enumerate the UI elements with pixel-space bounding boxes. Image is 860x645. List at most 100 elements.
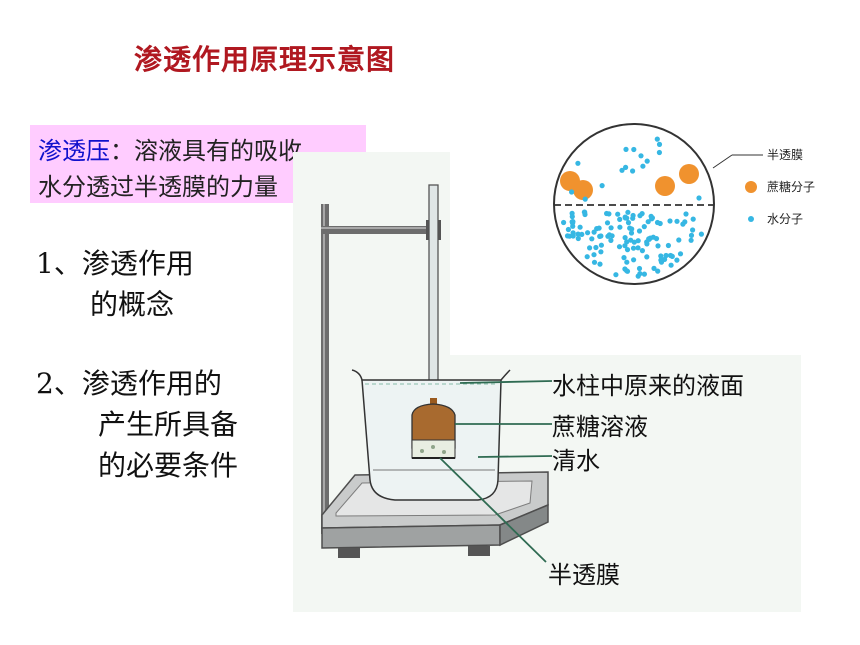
water-molecule <box>615 211 621 217</box>
water-molecule <box>591 252 597 258</box>
funnel <box>411 398 456 459</box>
page-title: 渗透作用原理示意图 <box>134 43 396 76</box>
water-molecule <box>636 265 643 272</box>
water-molecule <box>683 211 689 217</box>
water-molecule <box>619 167 625 173</box>
water-molecule <box>630 245 637 251</box>
water-molecule <box>604 220 611 226</box>
water-molecule <box>668 252 674 259</box>
water-molecule <box>641 271 648 277</box>
label-water: 清水 <box>552 447 600 475</box>
water-molecule <box>654 136 660 142</box>
water-molecule <box>617 224 623 230</box>
water-molecule <box>625 209 631 215</box>
water-molecule <box>624 239 630 245</box>
water-molecule <box>641 224 647 230</box>
water-molecule <box>569 189 575 195</box>
water-molecule <box>582 209 588 215</box>
water-molecule <box>608 237 614 243</box>
membrane-magnified-view <box>553 123 763 285</box>
legend-sucrose-dot <box>745 181 757 193</box>
water-molecule <box>688 232 695 238</box>
label-original-level: 水柱中原来的液面 <box>552 372 744 400</box>
water-molecule <box>668 262 674 268</box>
legend-membrane-label: 半透膜 <box>767 148 804 162</box>
water-molecule <box>617 216 623 222</box>
water-molecule <box>650 234 656 240</box>
water-molecule <box>606 211 612 217</box>
water-molecule <box>648 213 654 219</box>
water-molecule <box>613 272 619 278</box>
water-molecule <box>587 245 593 251</box>
label-sucrose-solution: 蔗糖溶液 <box>552 413 648 441</box>
definition-text-1: 溶液具有的吸收 <box>134 137 302 165</box>
water-molecule <box>616 244 623 250</box>
water-molecule <box>624 259 630 265</box>
glass-tube <box>428 184 439 403</box>
water-molecule <box>665 242 672 249</box>
water-molecule <box>622 235 628 241</box>
water-molecule <box>696 195 702 201</box>
water-molecule <box>656 141 663 147</box>
water-molecule <box>663 252 669 259</box>
water-molecule <box>623 164 629 170</box>
water-molecule <box>656 149 663 156</box>
water-molecule <box>585 230 591 236</box>
water-molecule <box>579 231 585 237</box>
water-molecule <box>630 215 636 221</box>
water-molecule <box>625 220 632 226</box>
water-molecule <box>635 245 641 251</box>
water-molecule <box>630 168 636 174</box>
sucrose-molecule <box>655 176 675 196</box>
water-molecule <box>570 233 576 239</box>
water-molecule <box>674 257 680 263</box>
legend-sucrose-label: 蔗糖分子 <box>767 180 816 194</box>
water-molecule <box>593 244 599 251</box>
water-molecule <box>582 196 588 202</box>
label-membrane: 半透膜 <box>548 561 620 589</box>
water-molecule <box>624 247 631 253</box>
point-2-line-3: 的必要条件 <box>98 449 239 482</box>
water-molecule <box>698 231 705 237</box>
water-molecule <box>575 160 581 166</box>
water-molecule <box>635 238 641 244</box>
definition-term: 渗透压 <box>38 137 110 165</box>
water-molecule <box>637 213 643 219</box>
water-molecule <box>635 273 641 279</box>
water-molecule <box>680 221 686 227</box>
water-molecule <box>624 268 630 274</box>
water-molecule <box>658 257 664 263</box>
water-molecule <box>606 232 613 238</box>
water-molecule <box>631 146 637 153</box>
water-molecule <box>569 219 575 225</box>
water-molecule <box>645 219 651 225</box>
water-molecule <box>631 239 637 245</box>
water-molecule <box>561 219 567 226</box>
point-1-line-1: 1、渗透作用 <box>36 247 194 280</box>
water-molecule <box>690 227 696 233</box>
water-molecule <box>577 224 583 230</box>
water-molecule <box>598 242 605 248</box>
water-molecule <box>644 158 650 164</box>
water-molecule <box>676 237 682 243</box>
water-molecule <box>598 233 604 239</box>
water-molecule <box>597 261 603 267</box>
water-molecule <box>589 236 595 242</box>
water-molecule <box>575 235 581 242</box>
water-molecule <box>599 183 605 189</box>
water-molecule <box>564 233 571 239</box>
legend-water-dot <box>748 216 754 222</box>
water-molecule <box>655 243 661 249</box>
water-molecule <box>584 254 590 260</box>
point-2-line-2: 产生所具备 <box>98 408 239 441</box>
water-molecule <box>688 237 694 243</box>
water-molecule <box>569 214 575 220</box>
photo-background-upper <box>293 152 450 357</box>
point-1-line-2: 的概念 <box>90 288 175 321</box>
water-molecule <box>674 218 680 224</box>
water-molecule <box>655 268 661 274</box>
definition-colon: ： <box>110 137 134 165</box>
sucrose-molecule <box>573 180 593 200</box>
water-molecule <box>667 218 673 224</box>
